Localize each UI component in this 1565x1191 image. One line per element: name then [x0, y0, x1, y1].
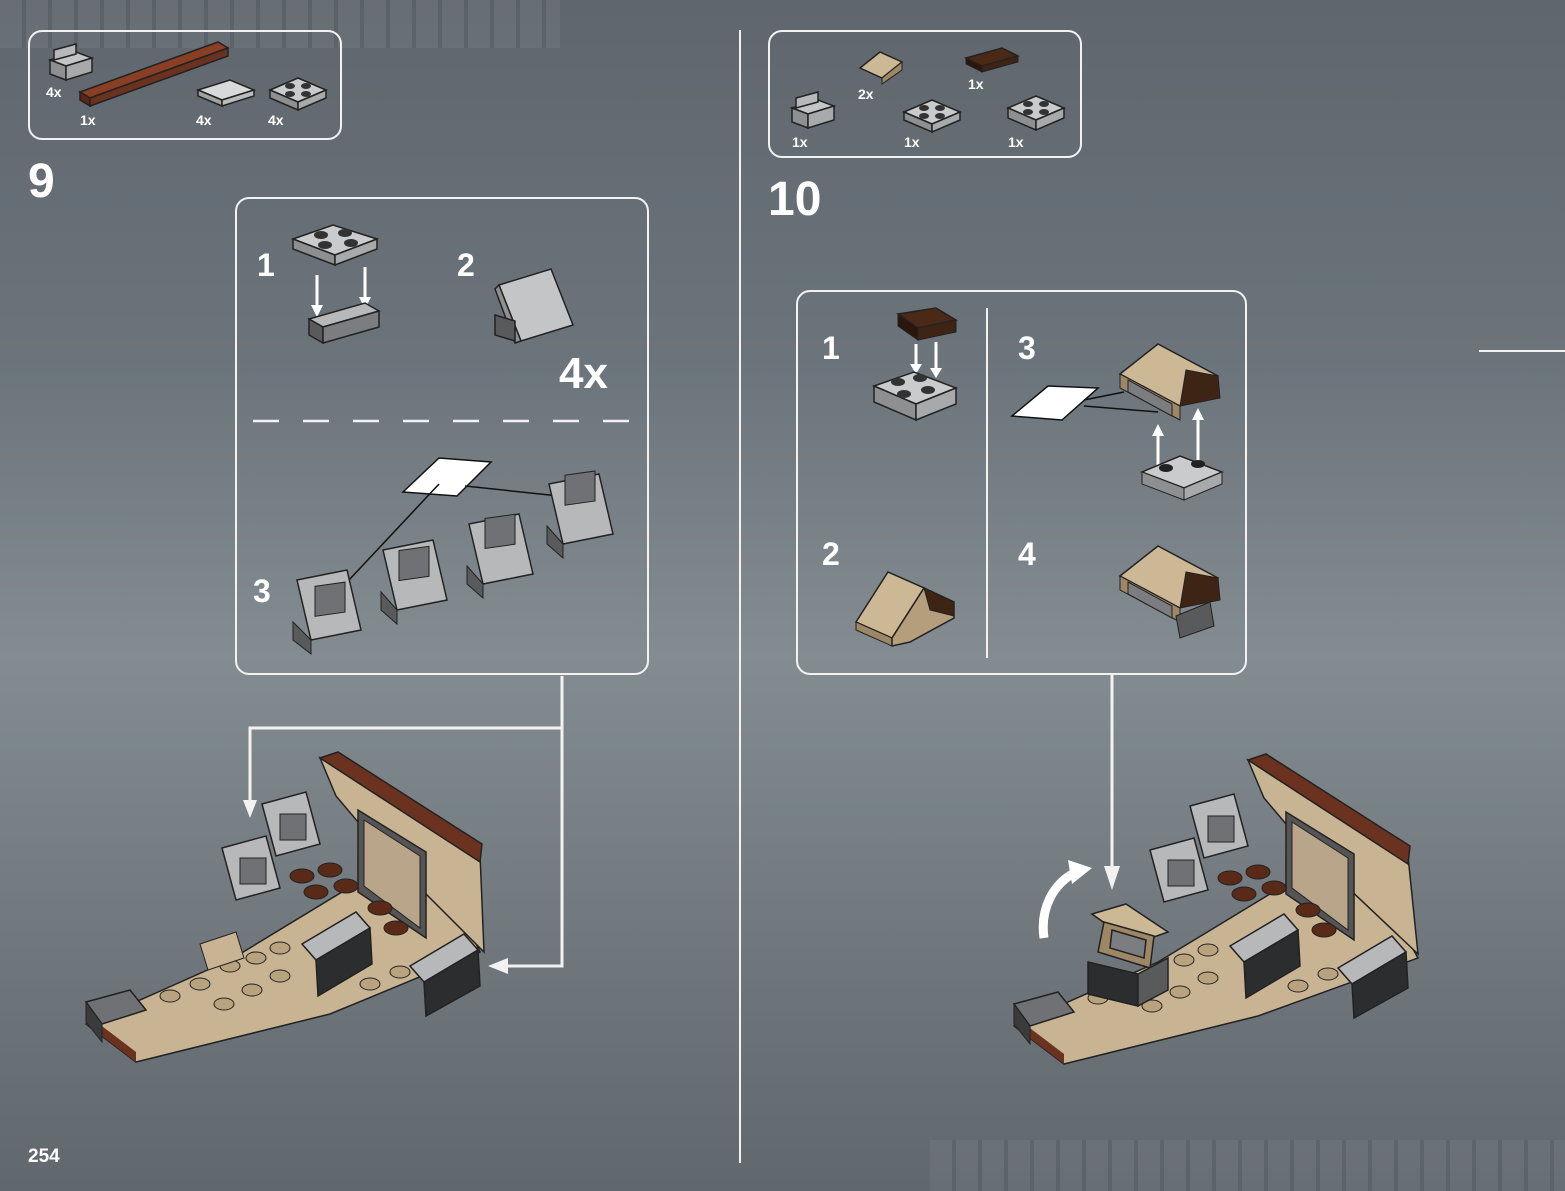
dark-brown-tile-icon: [964, 46, 1020, 76]
qty-label: 1x: [1008, 134, 1024, 150]
substep3-illustration: [1008, 340, 1228, 510]
model-monitor: [222, 792, 320, 900]
bottom-right-texture: [930, 1140, 1565, 1191]
grey-bracket-icon: [788, 92, 840, 132]
new-subassembly: [1088, 904, 1168, 1006]
qty-label: 1x: [792, 134, 808, 150]
substep-number: 4: [1018, 536, 1036, 573]
step10-parts-box: 2x 1x 1x 1x 1x: [768, 30, 1082, 158]
substep4-illustration: [1116, 542, 1226, 642]
step9-main-model: [80, 752, 500, 1064]
substep2-illustration: [854, 566, 958, 650]
qty-label: 1x: [904, 134, 920, 150]
substep-number: 1: [822, 330, 840, 367]
step-number: 10: [768, 172, 821, 227]
page-number: 254: [28, 1146, 60, 1168]
grey-plate-2x2-icon: [902, 94, 962, 134]
model-monitor: [1150, 794, 1248, 902]
subassembly-divider: [986, 308, 988, 658]
grey-plate-2x2-jumper-icon: [1006, 90, 1068, 134]
substep1-illustration: [870, 308, 962, 426]
qty-label: 2x: [858, 86, 874, 102]
step10-subassembly-box: 1 2 3 4: [796, 290, 1247, 675]
tan-slope-icon: [856, 46, 906, 86]
qty-label: 1x: [968, 76, 984, 92]
step10-main-model: [1008, 754, 1428, 1066]
substep-number: 2: [822, 536, 840, 573]
edge-tick: [1479, 350, 1565, 352]
